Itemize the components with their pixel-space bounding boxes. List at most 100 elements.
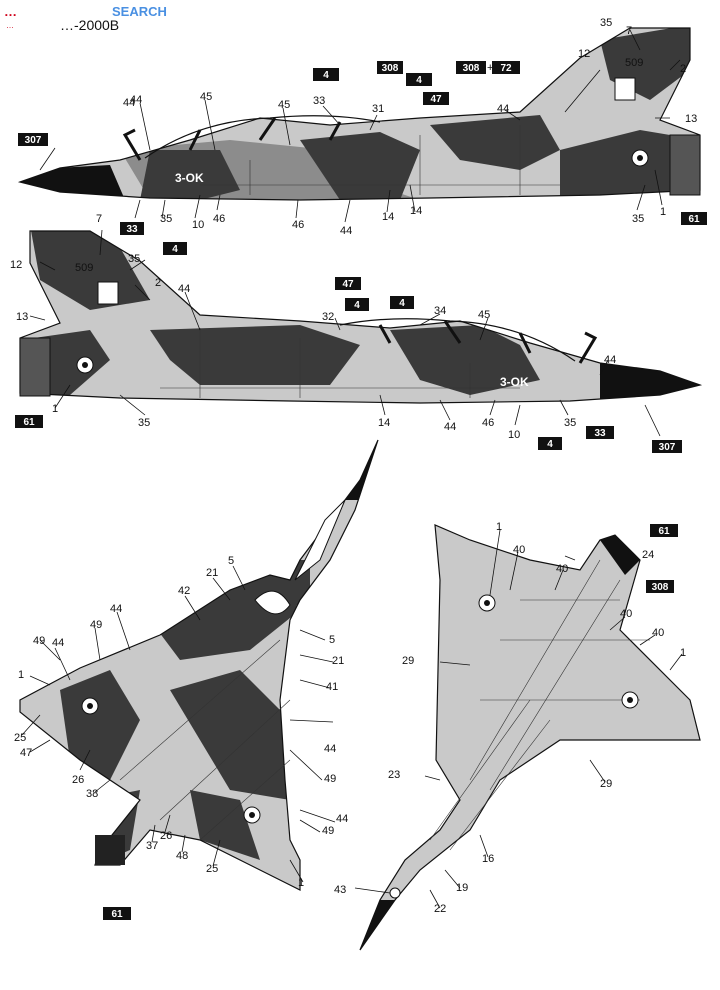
callout-box-bg bbox=[650, 524, 678, 537]
callout-number-side-top: 12 bbox=[578, 48, 590, 60]
callout-number-plan-top: 1 bbox=[18, 669, 24, 681]
callout-box-text: 33 bbox=[126, 224, 138, 235]
callout-box-bg bbox=[538, 437, 562, 450]
callout-number-plan-top: 21 bbox=[332, 655, 344, 667]
callout-number-side-top: 45 bbox=[278, 99, 290, 111]
callout-box-bg bbox=[456, 61, 486, 74]
callout-number-side-bottom: 13 bbox=[16, 311, 28, 323]
callout-box-text: 308 bbox=[382, 63, 399, 74]
callout-box-bg bbox=[163, 242, 187, 255]
callout-box-bg bbox=[492, 61, 520, 74]
callout-labels: 4445453331357212134444307333510464644141… bbox=[10, 17, 697, 915]
callout-number-side-top: 35 bbox=[600, 17, 612, 29]
callout-box-bg bbox=[652, 440, 682, 453]
callout-box-text: 4 bbox=[547, 439, 553, 450]
callout-box-side-bottom: 33 bbox=[586, 426, 614, 439]
callout-number-side-top: 14 bbox=[382, 211, 394, 223]
callout-box-side-top: 47 bbox=[423, 92, 449, 105]
callout-box-plan-top: 61 bbox=[103, 907, 131, 920]
callout-number-plan-top: 44 bbox=[52, 637, 64, 649]
side-left-number: 509 bbox=[625, 57, 643, 69]
side-left-badge bbox=[614, 77, 636, 101]
callout-number-plan-top: 44 bbox=[336, 813, 348, 825]
callout-box-side-top: 4 bbox=[406, 73, 432, 86]
side-right-number: 509 bbox=[75, 262, 93, 274]
callout-number-side-bottom: 44 bbox=[178, 283, 190, 295]
callout-number-side-bottom: 35 bbox=[128, 253, 140, 265]
callout-box-bg bbox=[313, 68, 339, 81]
side-right-code: 3-OK bbox=[500, 375, 529, 389]
callout-box-side-bottom: 4 bbox=[538, 437, 562, 450]
callout-number-plan-bottom: 16 bbox=[482, 853, 494, 865]
callout-box-bg bbox=[15, 415, 43, 428]
callout-box-side-top: 33 bbox=[120, 222, 144, 235]
callout-box-side-top: 308 bbox=[456, 61, 486, 74]
callout-number-plan-top: 49 bbox=[33, 635, 45, 647]
callout-box-text: 4 bbox=[323, 70, 329, 81]
callout-number-plan-top: 41 bbox=[326, 681, 338, 693]
callout-number-plan-top: 1 bbox=[298, 877, 304, 889]
callout-number-side-top: 1 bbox=[660, 206, 666, 218]
callout-box-bg bbox=[681, 212, 707, 225]
callout-box-side-top: 4 bbox=[163, 242, 187, 255]
callout-number-plan-bottom: 40 bbox=[652, 627, 664, 639]
callout-number-plan-top: 48 bbox=[176, 850, 188, 862]
callout-number-plan-bottom: 24 bbox=[642, 549, 654, 561]
callout-number-side-bottom: 35 bbox=[138, 417, 150, 429]
callout-number-plan-bottom: 23 bbox=[388, 769, 400, 781]
callout-number-plan-top: 21 bbox=[206, 567, 218, 579]
callout-number-side-top: 44 bbox=[340, 225, 352, 237]
callout-box-plan-bottom: 61 bbox=[650, 524, 678, 537]
leader-lines bbox=[21, 29, 683, 909]
callout-number-side-top: 31 bbox=[372, 103, 384, 115]
callout-number-plan-bottom: 43 bbox=[334, 884, 346, 896]
callout-number-plan-top: 49 bbox=[90, 619, 102, 631]
callout-number-plan-top: 5 bbox=[329, 634, 335, 646]
callout-number-plan-top: 5 bbox=[228, 555, 234, 567]
callout-box-side-bottom: 61 bbox=[15, 415, 43, 428]
callout-number-side-top: 7 bbox=[626, 25, 632, 37]
side-left-code: 3-OK bbox=[175, 171, 204, 185]
plus-separator: + bbox=[487, 62, 493, 74]
callout-number-side-bottom: 7 bbox=[96, 213, 102, 225]
callout-number-plan-bottom: 22 bbox=[434, 903, 446, 915]
watermark-brand: … bbox=[4, 4, 17, 19]
callout-box-side-top: 308 bbox=[377, 61, 403, 74]
callout-number-side-top: 13 bbox=[685, 113, 697, 125]
callout-number-side-top: 44 bbox=[497, 103, 509, 115]
callout-box-text: 4 bbox=[172, 244, 178, 255]
callout-box-bg bbox=[646, 580, 674, 593]
side-right-badge bbox=[97, 281, 119, 305]
callout-number-plan-bottom: 29 bbox=[600, 778, 612, 790]
callout-box-side-top: 72 bbox=[492, 61, 520, 74]
sheet-title: …-2000B bbox=[60, 17, 119, 33]
callout-box-text: 72 bbox=[500, 63, 512, 74]
callout-number-side-bottom: 14 bbox=[378, 417, 390, 429]
watermark: … SEARCH … bbox=[2, 2, 167, 30]
callout-number-side-bottom: 35 bbox=[564, 417, 576, 429]
callout-number-plan-top: 26 bbox=[160, 830, 172, 842]
callout-number-side-top: 44 bbox=[123, 97, 135, 109]
callout-number-side-bottom: 1 bbox=[52, 403, 58, 415]
callout-number-plan-top: 44 bbox=[324, 743, 336, 755]
callout-number-side-top: 33 bbox=[313, 95, 325, 107]
side-view-left: 3-OK 509 bbox=[17, 27, 701, 201]
callout-box-text: 61 bbox=[658, 526, 670, 537]
callout-number-plan-top: 25 bbox=[14, 732, 26, 744]
callout-number-side-bottom: 2 bbox=[155, 277, 161, 289]
callout-number-plan-top: 38 bbox=[86, 788, 98, 800]
callout-box-text: 47 bbox=[342, 279, 354, 290]
callout-number-plan-top: 47 bbox=[20, 747, 32, 759]
callout-box-text: 307 bbox=[25, 135, 42, 146]
callout-box-text: 4 bbox=[354, 300, 360, 311]
callout-number-side-top: 2 bbox=[680, 63, 686, 75]
callout-number-plan-top: 25 bbox=[206, 863, 218, 875]
callout-box-bg bbox=[103, 907, 131, 920]
callout-box-text: 61 bbox=[23, 417, 35, 428]
callout-number-side-bottom: 44 bbox=[604, 354, 616, 366]
callout-box-bg bbox=[377, 61, 403, 74]
callout-box-side-bottom: 307 bbox=[652, 440, 682, 453]
callout-number-plan-top: 49 bbox=[322, 825, 334, 837]
